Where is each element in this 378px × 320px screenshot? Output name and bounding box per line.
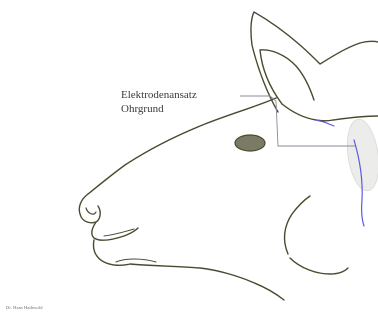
inner-ear-base bbox=[282, 104, 333, 121]
nostril-outline bbox=[86, 208, 96, 214]
mouth-outline bbox=[92, 222, 138, 240]
mouth-line bbox=[104, 229, 134, 236]
ear-outline bbox=[251, 12, 378, 112]
muzzle-outline bbox=[79, 194, 100, 223]
eye bbox=[235, 135, 265, 151]
annotation-label-line-2: Ohrgrund bbox=[121, 103, 164, 116]
author-credit: Dr. Hans Hathwold bbox=[6, 305, 43, 310]
cheek-outline bbox=[285, 196, 310, 254]
jaw-back-outline bbox=[290, 258, 348, 274]
electrode-pad bbox=[343, 117, 378, 192]
annotation-label-line-1: Elektrodenansatz bbox=[121, 89, 197, 102]
neck-outline bbox=[333, 116, 378, 120]
chin-detail bbox=[116, 259, 156, 262]
jaw-outline bbox=[93, 240, 284, 300]
